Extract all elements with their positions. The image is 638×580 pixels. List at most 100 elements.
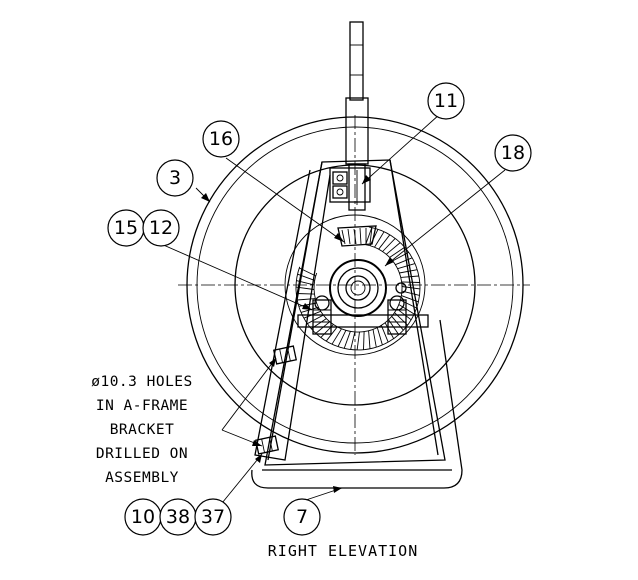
balloon-18: 18 [494, 134, 532, 172]
gear-tooth [296, 293, 315, 295]
balloon-15-label: 15 [114, 217, 138, 239]
balloon-10: 10 [124, 498, 162, 536]
balloon-18-label: 18 [501, 142, 525, 164]
a-frame-bracket [251, 159, 463, 489]
gear-tooth [401, 286, 421, 290]
bolt-left [312, 299, 332, 335]
bevel-gear-pinion [337, 225, 377, 247]
a-frame-side-bar [254, 169, 331, 461]
gear-tooth [297, 273, 315, 281]
gear-tooth [400, 299, 417, 309]
bracket-block [329, 167, 371, 203]
gear-tooth [331, 328, 342, 345]
bolt-right [387, 299, 407, 335]
side-bolt-upper [272, 345, 298, 365]
hub-bearing [329, 259, 387, 317]
leader-18 [384, 169, 506, 267]
a-frame-side-bolts [254, 345, 298, 455]
gear-tooth [399, 269, 418, 274]
gear-tooth [350, 331, 356, 350]
note-line-2: IN A-FRAME [96, 398, 188, 414]
shaft-coupling [345, 97, 369, 165]
vertical-shaft [345, 21, 369, 211]
gear-tooth [395, 257, 413, 266]
shaft-upper [349, 21, 364, 101]
balloon-3: 3 [156, 159, 194, 197]
gear-outer-arc [295, 226, 421, 351]
leader-37 [217, 453, 263, 509]
note-line-3: BRACKET [110, 422, 175, 438]
gear-tooth [296, 280, 315, 286]
balloon-12: 12 [142, 209, 180, 247]
gear-tooth [397, 263, 416, 270]
hub-bore [345, 275, 371, 301]
gear-tooth [307, 314, 324, 325]
balloon-11-label: 11 [434, 90, 458, 112]
note-line-1: ø10.3 HOLES [91, 374, 193, 390]
center-lines [178, 115, 530, 455]
leader-note-upper [221, 357, 277, 431]
gear-tooth [396, 308, 412, 321]
balloon-15: 15 [107, 209, 145, 247]
gear-tooth [374, 231, 385, 248]
cross-plate-bolts [312, 282, 407, 335]
hub-middle [337, 267, 379, 309]
gear-inner-arc [313, 244, 403, 333]
gear-tooth [297, 298, 316, 301]
gear-tooth [401, 295, 419, 303]
gear-tooth [401, 281, 420, 283]
balloon-16: 16 [202, 120, 240, 158]
a-frame-base [251, 319, 463, 489]
gear-tooth [365, 227, 373, 245]
gear-tooth [380, 325, 389, 343]
gear-tooth [356, 331, 360, 351]
gear-tooth [337, 330, 347, 347]
arrow-heads [201, 175, 394, 493]
note-line-4: DRILLED ON [96, 446, 188, 462]
gear-tooth [368, 330, 371, 349]
balloon-38-label: 38 [166, 506, 190, 528]
side-bolt-lower [254, 435, 280, 455]
cross-plate [297, 314, 429, 328]
leader-15-12 [151, 239, 313, 311]
leader-11 [361, 113, 441, 185]
a-frame-legs [267, 159, 439, 461]
balloon-11: 11 [427, 82, 465, 120]
balloon-10-label: 10 [131, 506, 155, 528]
balloon-12-label: 12 [149, 217, 173, 239]
balloon-7-label: 7 [296, 506, 308, 528]
hub-outer [329, 259, 387, 317]
balloon-38: 38 [159, 498, 197, 536]
gear-tooth [369, 229, 379, 246]
gear-tooth [386, 242, 401, 255]
note-line-5: ASSEMBLY [105, 470, 179, 486]
balloon-7: 7 [283, 498, 321, 536]
gear-tooth [389, 246, 405, 258]
shaft-lower [348, 163, 366, 211]
gear-tooth [378, 234, 391, 250]
gear-tooth [376, 327, 383, 346]
balloon-16-label: 16 [209, 128, 233, 150]
gear-tooth [303, 310, 321, 319]
holes-note: ø10.3 HOLES IN A-FRAME BRACKET DRILLED O… [91, 374, 193, 486]
gear-tooth [300, 306, 319, 313]
gear-tooth [295, 286, 315, 290]
top-bracket [329, 167, 371, 203]
balloon-3-label: 3 [169, 167, 181, 189]
gear-tooth [311, 318, 327, 330]
gear-tooth [384, 322, 395, 339]
gear-tooth [315, 321, 330, 334]
gear-tooth [392, 251, 409, 262]
gear-tooth [325, 326, 338, 342]
gear-tooth [372, 329, 377, 348]
view-title: RIGHT ELEVATION [268, 542, 418, 560]
gear-tooth [400, 275, 419, 278]
balloon-37: 37 [194, 498, 232, 536]
gear-tooth [391, 316, 404, 331]
gear-tooth [382, 238, 396, 252]
balloon-37-label: 37 [201, 506, 225, 528]
gear-tooth [343, 331, 351, 349]
hub-bore-inner [350, 280, 366, 296]
gear-tooth [299, 267, 316, 277]
